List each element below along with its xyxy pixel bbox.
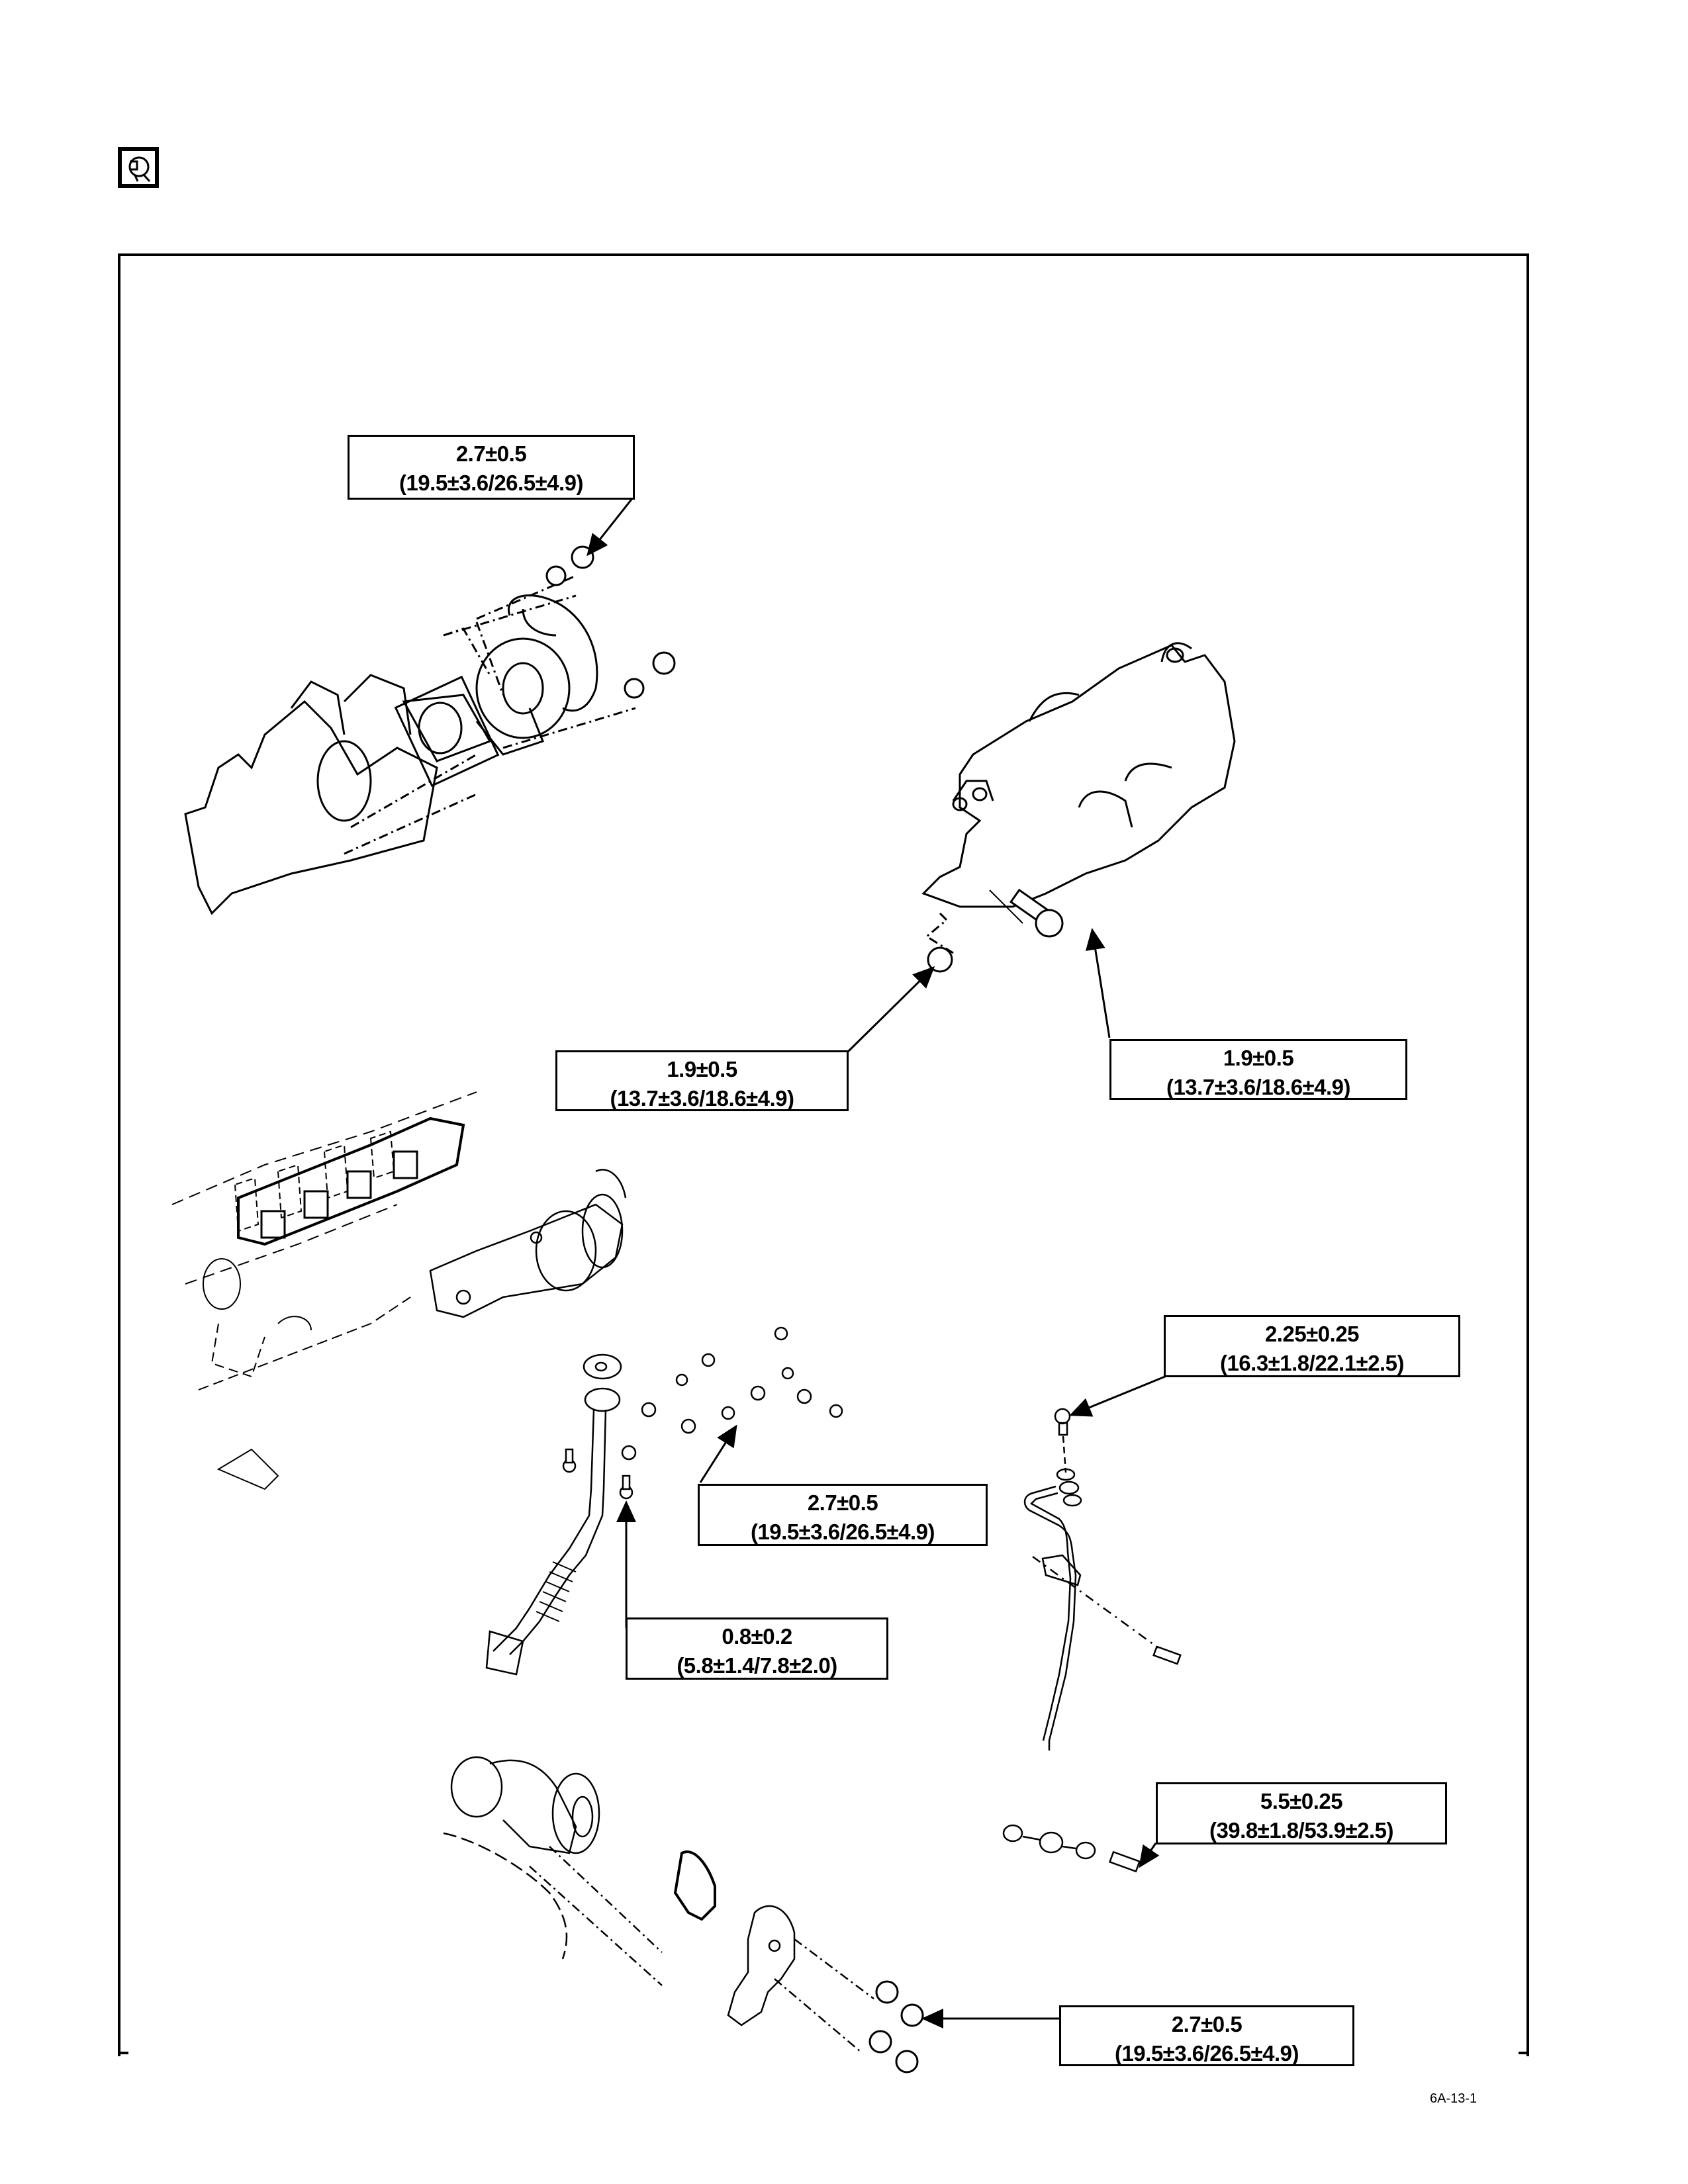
torque-value: 2.7±0.5 (1061, 2010, 1352, 2039)
torque-detail: (5.8±1.4/7.8±2.0) (628, 1651, 886, 1680)
torque-callout-egr-pipe-bolt: 0.8±0.2 (5.8±1.4/7.8±2.0) (626, 1617, 888, 1680)
outlet-nuts (870, 1981, 923, 2072)
turbo-nuts (547, 547, 675, 698)
turbo-outlet-adapter-assembly (444, 1757, 874, 2052)
torque-detail: (39.8±1.8/53.9±2.5) (1158, 1816, 1445, 1845)
torque-detail: (16.3±1.8/22.1±2.5) (1166, 1349, 1458, 1378)
torque-callout-heat-shield-bolt: 1.9±0.5 (13.7±3.6/18.6±4.9) (1109, 1039, 1407, 1100)
turbo-oil-feed-pipe (1004, 1409, 1180, 1872)
torque-callout-manifold-bolts: 2.7±0.5 (19.5±3.6/26.5±4.9) (698, 1484, 988, 1546)
torque-detail: (19.5±3.6/26.5±4.9) (1061, 2039, 1352, 2068)
torque-value: 5.5±0.25 (1158, 1787, 1445, 1816)
torque-value: 1.9±0.5 (1111, 1044, 1405, 1073)
exhaust-manifold-turbo-assembly (185, 576, 635, 913)
torque-callout-exhaust-adapter-nuts: 2.7±0.5 (19.5±3.6/26.5±4.9) (1059, 2005, 1354, 2066)
torque-value: 2.25±0.25 (1166, 1320, 1458, 1349)
torque-value: 1.9±0.5 (557, 1055, 847, 1084)
torque-callout-oil-feed-eye-bolt: 2.25±0.25 (16.3±1.8/22.1±2.5) (1164, 1315, 1460, 1377)
torque-callout-turbo-nuts: 2.7±0.5 (19.5±3.6/26.5±4.9) (348, 435, 635, 500)
egr-pipe (487, 1355, 621, 1674)
torque-detail: (19.5±3.6/26.5±4.9) (350, 469, 633, 498)
leader-lines (588, 498, 1165, 2019)
torque-value: 2.7±0.5 (700, 1488, 986, 1518)
torque-detail: (13.7±3.6/18.6±4.9) (557, 1084, 847, 1113)
torque-value: 2.7±0.5 (350, 439, 633, 469)
torque-detail: (13.7±3.6/18.6±4.9) (1111, 1073, 1405, 1102)
manifold-turbo-side-view (430, 1169, 626, 1317)
torque-value: 0.8±0.2 (628, 1622, 886, 1651)
exhaust-manifold-heat-shield (923, 643, 1235, 953)
torque-detail: (19.5±3.6/26.5±4.9) (700, 1518, 986, 1547)
figure-id: 6A-13-1 (1430, 2091, 1477, 2107)
torque-callout-heat-shield-nut: 1.9±0.5 (13.7±3.6/18.6±4.9) (555, 1050, 849, 1111)
cylinder-head-and-gasket (172, 1092, 477, 1489)
torque-callout-oil-feed-lower-bolt: 5.5±0.25 (39.8±1.8/53.9±2.5) (1156, 1782, 1447, 1844)
